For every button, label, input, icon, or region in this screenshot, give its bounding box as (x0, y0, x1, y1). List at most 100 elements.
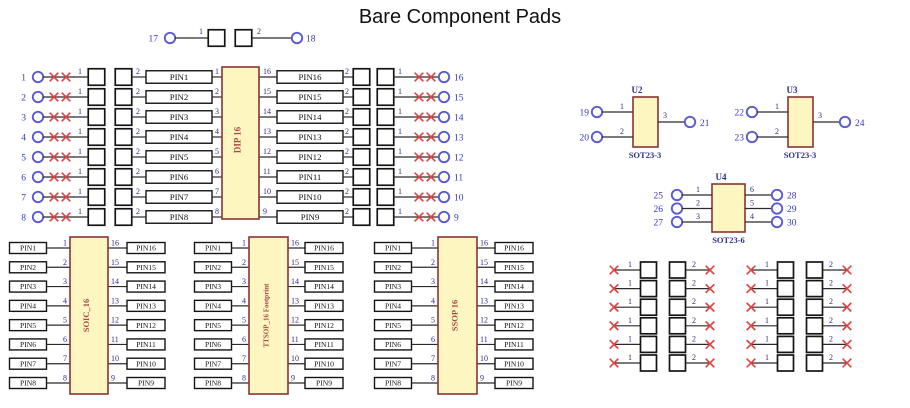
pad-square[interactable] (805, 261, 824, 279)
pad-square[interactable] (114, 147, 133, 167)
no-connect-x-icon[interactable] (414, 92, 424, 102)
pad-square[interactable] (87, 67, 106, 87)
net-label-box[interactable] (494, 338, 534, 351)
no-connect-x-icon[interactable] (414, 72, 424, 82)
component-body[interactable] (248, 236, 289, 395)
no-connect-x-icon[interactable] (61, 192, 71, 202)
port-circle[interactable] (31, 130, 45, 144)
port-circle[interactable] (770, 215, 784, 229)
no-connect-x-icon[interactable] (49, 152, 59, 162)
net-label-box[interactable] (494, 376, 534, 390)
pad-square[interactable] (805, 354, 824, 372)
no-connect-x-icon[interactable] (609, 265, 619, 275)
port-circle[interactable] (437, 190, 451, 204)
port-circle[interactable] (670, 188, 684, 202)
no-connect-x-icon[interactable] (842, 265, 852, 275)
pad-square[interactable] (668, 298, 687, 317)
no-connect-x-icon[interactable] (49, 92, 59, 102)
pad-square[interactable] (668, 261, 687, 279)
pad-square[interactable] (805, 316, 824, 335)
port-circle[interactable] (437, 70, 451, 84)
pad-square[interactable] (114, 127, 133, 147)
pad-square[interactable] (114, 67, 133, 87)
net-label-box[interactable] (126, 318, 166, 332)
pad-square[interactable] (376, 207, 395, 227)
pad-square[interactable] (87, 147, 106, 167)
no-connect-x-icon[interactable] (609, 283, 619, 294)
net-label-box[interactable] (126, 338, 166, 351)
net-label-box[interactable] (304, 280, 344, 293)
no-connect-x-icon[interactable] (746, 339, 756, 350)
pad-square[interactable] (639, 354, 658, 372)
no-connect-x-icon[interactable] (49, 192, 59, 202)
no-connect-x-icon[interactable] (426, 132, 436, 142)
pad-square[interactable] (376, 127, 395, 147)
net-label-box[interactable] (304, 261, 344, 274)
pad-square[interactable] (639, 316, 658, 335)
pad-square[interactable] (668, 316, 687, 335)
net-label-box[interactable] (126, 280, 166, 293)
no-connect-x-icon[interactable] (705, 302, 715, 313)
port-circle[interactable] (590, 130, 604, 144)
pad-square[interactable] (639, 279, 658, 298)
no-connect-x-icon[interactable] (414, 112, 424, 122)
no-connect-x-icon[interactable] (49, 212, 59, 222)
net-label-box[interactable] (494, 299, 534, 313)
pad-square[interactable] (114, 207, 133, 227)
pad-square[interactable] (376, 147, 395, 167)
pad-square[interactable] (805, 298, 824, 317)
port-circle[interactable] (437, 150, 451, 164)
no-connect-x-icon[interactable] (705, 358, 715, 368)
pad-square[interactable] (114, 87, 133, 107)
pad-square[interactable] (776, 261, 795, 279)
no-connect-x-icon[interactable] (61, 112, 71, 122)
port-circle[interactable] (437, 170, 451, 184)
net-label-box[interactable] (304, 241, 344, 255)
port-circle[interactable] (437, 90, 451, 104)
no-connect-x-icon[interactable] (426, 112, 436, 122)
no-connect-x-icon[interactable] (49, 172, 59, 182)
port-circle[interactable] (437, 110, 451, 124)
component-body[interactable] (632, 96, 659, 148)
pad-square[interactable] (114, 167, 133, 187)
pad-square[interactable] (776, 354, 795, 372)
pad-square[interactable] (207, 28, 226, 48)
no-connect-x-icon[interactable] (61, 152, 71, 162)
no-connect-x-icon[interactable] (842, 339, 852, 350)
pad-square[interactable] (352, 127, 371, 147)
no-connect-x-icon[interactable] (414, 152, 424, 162)
pad-square[interactable] (87, 87, 106, 107)
pad-square[interactable] (639, 335, 658, 354)
pad-square[interactable] (234, 28, 253, 48)
no-connect-x-icon[interactable] (842, 358, 852, 368)
pad-square[interactable] (352, 167, 371, 187)
net-label-box[interactable] (494, 318, 534, 332)
pad-square[interactable] (776, 298, 795, 317)
component-body[interactable] (221, 66, 260, 220)
port-circle[interactable] (770, 202, 784, 215)
net-label-box[interactable] (126, 241, 166, 255)
no-connect-x-icon[interactable] (609, 320, 619, 331)
pad-square[interactable] (352, 67, 371, 87)
port-circle[interactable] (31, 210, 45, 224)
no-connect-x-icon[interactable] (705, 265, 715, 275)
pad-square[interactable] (639, 298, 658, 317)
no-connect-x-icon[interactable] (414, 192, 424, 202)
no-connect-x-icon[interactable] (61, 212, 71, 222)
pad-square[interactable] (805, 335, 824, 354)
no-connect-x-icon[interactable] (61, 72, 71, 82)
net-label-box[interactable] (126, 261, 166, 274)
pad-square[interactable] (776, 316, 795, 335)
pad-square[interactable] (87, 127, 106, 147)
no-connect-x-icon[interactable] (49, 132, 59, 142)
pad-square[interactable] (376, 167, 395, 187)
component-body[interactable] (711, 183, 746, 233)
port-circle[interactable] (670, 202, 684, 215)
no-connect-x-icon[interactable] (49, 112, 59, 122)
no-connect-x-icon[interactable] (746, 320, 756, 331)
net-label-box[interactable] (304, 318, 344, 332)
no-connect-x-icon[interactable] (705, 339, 715, 350)
no-connect-x-icon[interactable] (609, 358, 619, 368)
net-label-box[interactable] (304, 299, 344, 313)
no-connect-x-icon[interactable] (426, 192, 436, 202)
